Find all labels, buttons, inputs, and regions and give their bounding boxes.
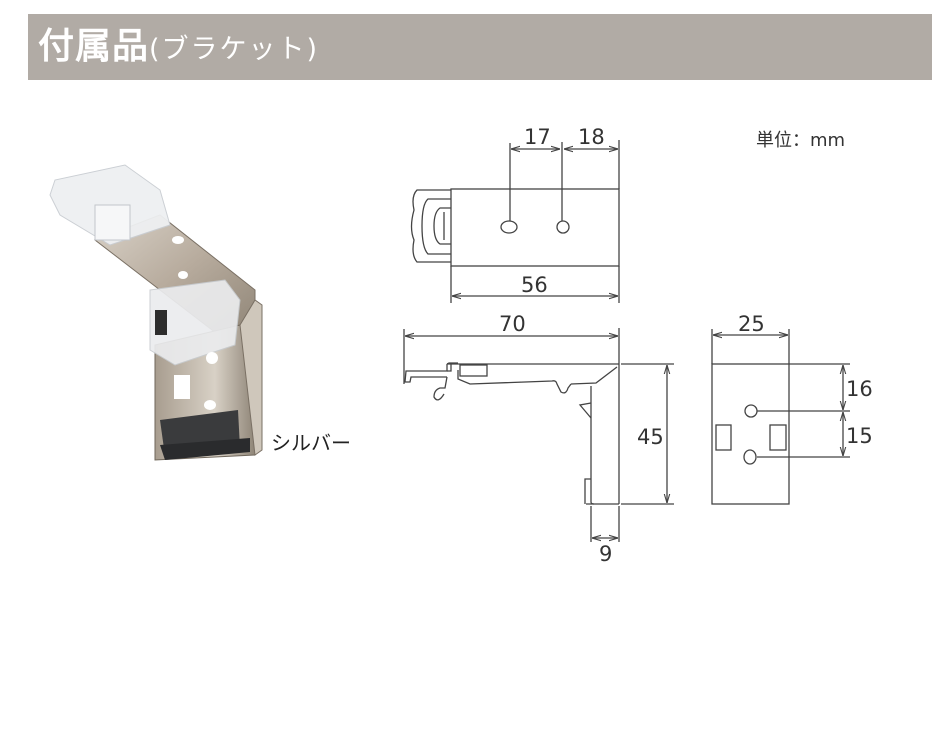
title-subtitle: (ブラケット) [149, 34, 320, 65]
unit-label: 単位：mm [756, 130, 846, 151]
dim-hole1-to-hole2: 15 [846, 424, 873, 448]
color-label: シルバー [271, 431, 351, 455]
dim-length: 70 [499, 312, 526, 336]
top-view [410, 140, 620, 303]
dim-top-to-hole1: 16 [846, 377, 873, 401]
page-title: 付属品(ブラケット) [38, 14, 319, 83]
dim-thickness: 9 [599, 542, 612, 566]
dim-depth: 56 [521, 273, 548, 297]
title-main: 付属品 [38, 26, 150, 67]
dim-width: 25 [738, 312, 765, 336]
side-view [403, 328, 674, 542]
header-bar [28, 14, 932, 80]
dim-height: 45 [637, 425, 664, 449]
dim-hole-spacing: 17 [524, 125, 551, 149]
front-view [711, 329, 850, 505]
dim-hole-to-edge: 18 [578, 125, 605, 149]
